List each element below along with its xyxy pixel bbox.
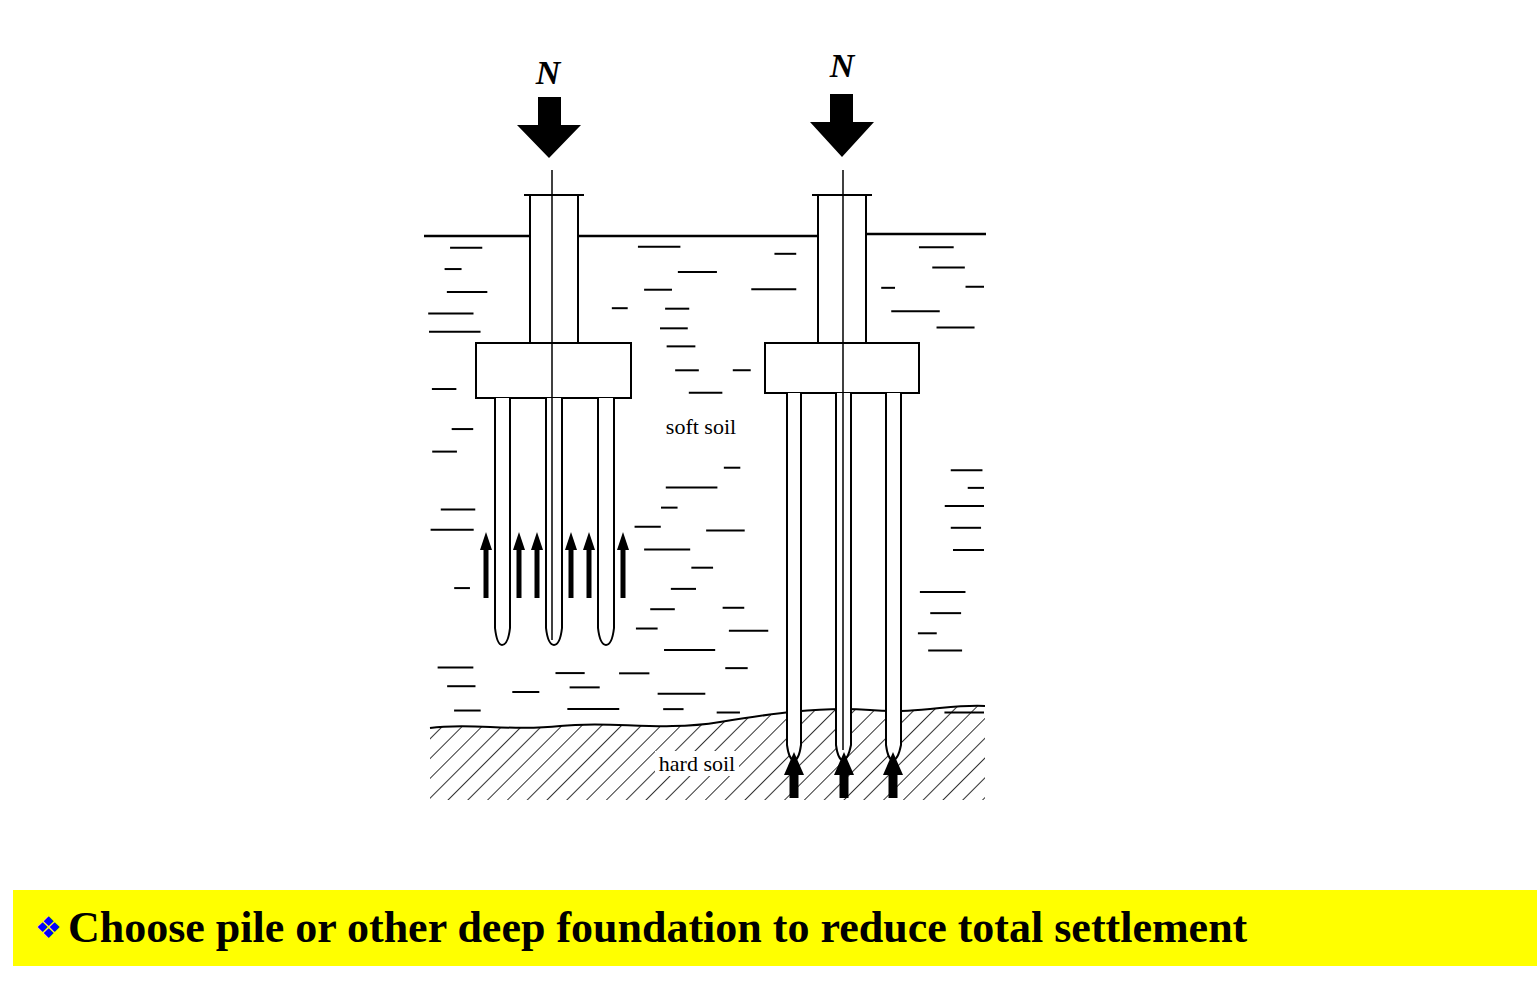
soil-dash (428, 313, 473, 315)
soil-dash (675, 369, 699, 371)
soil-dash (441, 508, 475, 510)
end-bearing-pile-foundation (765, 170, 919, 760)
soil-dash (945, 505, 984, 507)
soil-dash (431, 529, 474, 531)
soil-dash (658, 693, 706, 695)
soil-dash (445, 268, 462, 270)
soil-dash (953, 549, 984, 551)
caption-text: Choose pile or other deep foundation to … (68, 904, 1247, 952)
soil-dash (644, 289, 672, 291)
soil-dash (661, 507, 678, 509)
soil-dash (723, 607, 745, 609)
soil-dash (691, 567, 713, 569)
soil-dash (664, 649, 715, 651)
soil-dash (567, 708, 619, 710)
soil-dash (729, 630, 768, 632)
soil-dash (432, 451, 457, 453)
soil-dash (644, 548, 690, 550)
soil-dash (635, 526, 661, 528)
soil-dash (918, 632, 937, 634)
soil-dash (717, 712, 740, 714)
soil-dash (429, 331, 481, 333)
soil-label: hard soil (655, 751, 739, 776)
soil-dash (724, 467, 740, 469)
soil-dash (751, 288, 796, 290)
soil-dash (612, 307, 628, 309)
soil-dash (452, 428, 474, 430)
soil-dash (920, 591, 966, 593)
end-bearing-arrows (784, 752, 903, 798)
soil-dash (706, 530, 745, 532)
soil-dash (432, 388, 456, 390)
soil-dash (660, 327, 688, 329)
soil-dash (733, 369, 751, 371)
soil-dash (555, 672, 584, 674)
soil-dash (881, 287, 895, 289)
soil-dash (447, 685, 475, 687)
soil-dash (512, 691, 539, 693)
soil-dash (928, 650, 962, 652)
soil-dash (667, 345, 696, 347)
soil-dash (774, 253, 796, 255)
bullet-symbol: ❖ (35, 913, 62, 943)
soil-dash (689, 392, 723, 394)
soil-dash (570, 686, 600, 688)
soil-dash (725, 667, 747, 669)
soil-dash (666, 486, 718, 488)
caption-band: ❖Choose pile or other deep foundation to… (13, 890, 1537, 966)
skin-friction-arrows (480, 532, 629, 598)
soil-dash (919, 246, 954, 248)
soil-dash (891, 310, 940, 312)
soil-dash (619, 672, 649, 674)
soil-dash (937, 327, 975, 329)
ground-surface (424, 234, 986, 236)
soil-label: soft soil (662, 414, 740, 439)
soil-dash (671, 588, 696, 590)
soil-dash (438, 666, 474, 668)
soil-dash (932, 267, 965, 269)
soil-dash (968, 487, 984, 489)
load-symbol: N (536, 56, 561, 90)
hard-soil-layer (430, 700, 986, 800)
soil-dash (450, 247, 482, 249)
soil-dash (638, 246, 680, 248)
soil-dash (663, 708, 683, 710)
soil-dash (951, 527, 981, 529)
soil-dash (447, 291, 487, 293)
soil-dash (454, 710, 481, 712)
load-arrows (517, 94, 874, 158)
soil-dash (665, 308, 689, 310)
load-symbol: N (830, 49, 855, 83)
soil-dash (930, 612, 961, 614)
soil-dash (966, 286, 984, 288)
soil-dash (454, 587, 470, 589)
soil-dash (951, 469, 983, 471)
soil-dash (650, 608, 675, 610)
soil-dash (678, 271, 717, 273)
friction-pile-foundation (476, 170, 631, 645)
soil-dash (636, 628, 658, 630)
